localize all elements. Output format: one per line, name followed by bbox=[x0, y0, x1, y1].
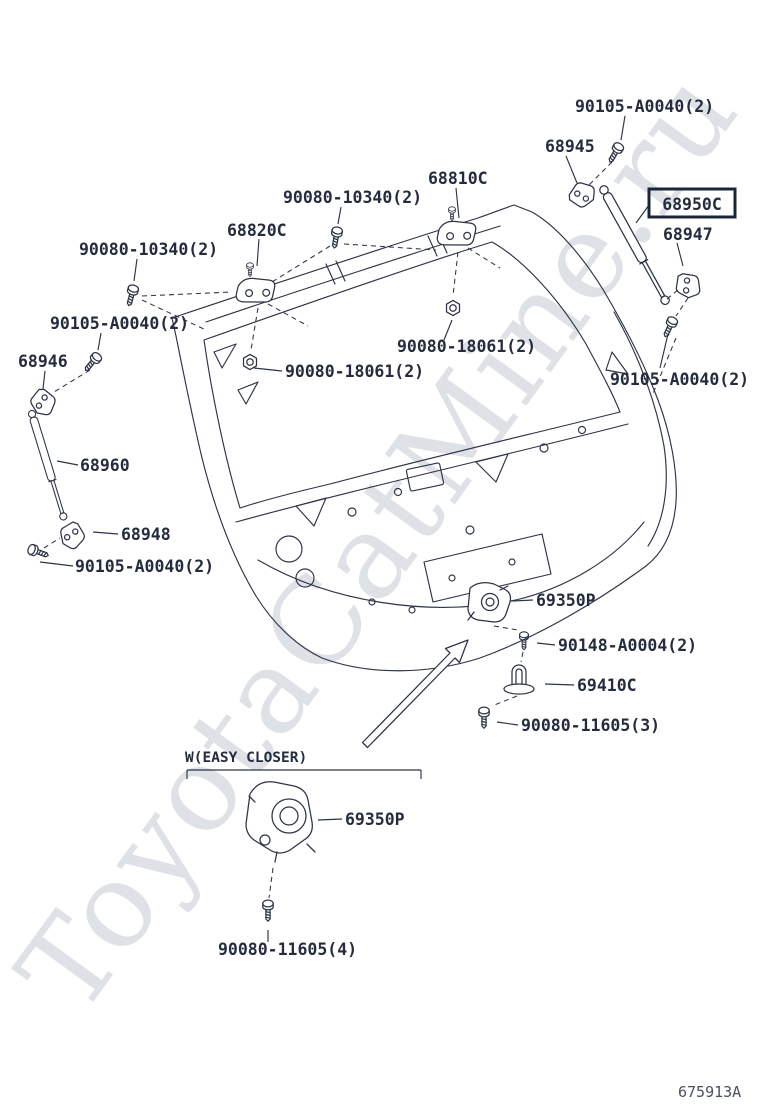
bolt-90105-right-icon bbox=[659, 314, 680, 340]
hinge-68810C-icon bbox=[434, 217, 479, 250]
lock-69350P-icon bbox=[467, 582, 512, 623]
hinge-bolt-icon bbox=[246, 262, 254, 277]
gas-strut-68960-icon bbox=[26, 408, 69, 522]
part-label-68947[interactable]: 68947 bbox=[663, 225, 713, 244]
bracket-68946-icon bbox=[28, 386, 58, 418]
part-label-68945[interactable]: 68945 bbox=[545, 137, 595, 156]
lock-69350P-easy-closer-icon bbox=[245, 781, 316, 863]
part-label-90105-a0040-right[interactable]: 90105-A0040(2) bbox=[610, 370, 749, 389]
part-label-90080-11605-3[interactable]: 90080-11605(3) bbox=[521, 716, 660, 735]
part-label-68946[interactable]: 68946 bbox=[18, 352, 68, 371]
part-label-68810C[interactable]: 68810C bbox=[428, 169, 488, 188]
bolt-11605-4-icon bbox=[262, 899, 274, 922]
part-label-69410C[interactable]: 69410C bbox=[577, 676, 637, 695]
part-label-90080-18061-left[interactable]: 90080-18061(2) bbox=[285, 362, 424, 381]
easy-closer-note: W(EASY CLOSER) bbox=[185, 750, 307, 766]
part-label-68948[interactable]: 68948 bbox=[121, 525, 171, 544]
part-label-90148-a0004[interactable]: 90148-A0004(2) bbox=[558, 636, 697, 655]
highlighted-part-68950C[interactable]: 68950C bbox=[647, 187, 737, 219]
part-label-90105-a0040-bottom-left[interactable]: 90105-A0040(2) bbox=[75, 557, 214, 576]
part-label-90080-10340-top[interactable]: 90080-10340(2) bbox=[283, 188, 422, 207]
nut-18061-left-icon bbox=[242, 353, 258, 371]
part-label-90080-11605-4[interactable]: 90080-11605(4) bbox=[218, 940, 357, 959]
bolt-10340-top-icon bbox=[328, 225, 344, 250]
easy-closer-bracket bbox=[186, 769, 422, 779]
pointer-arrow bbox=[361, 639, 469, 749]
hinge-bolt-icon bbox=[448, 206, 456, 221]
nut-18061-right-icon bbox=[445, 299, 461, 317]
part-label-90080-10340-left[interactable]: 90080-10340(2) bbox=[79, 240, 218, 259]
part-label-90105-a0040-top-right[interactable]: 90105-A0040(2) bbox=[575, 97, 714, 116]
diagram-id: 675913A bbox=[678, 1083, 741, 1101]
bracket-68947-icon bbox=[669, 266, 707, 304]
part-label-90080-18061-right[interactable]: 90080-18061(2) bbox=[397, 337, 536, 356]
part-label-90105-a0040-left[interactable]: 90105-A0040(2) bbox=[50, 314, 189, 333]
bolt-11605-3-icon bbox=[478, 706, 490, 729]
hinge-68820C-icon bbox=[233, 274, 278, 307]
bolt-90105-left-icon bbox=[80, 350, 104, 375]
tailgate-outline bbox=[171, 204, 677, 672]
part-label-68820C[interactable]: 68820C bbox=[227, 221, 287, 240]
part-label-69350P[interactable]: 69350P bbox=[536, 591, 596, 610]
part-labels: 90105-A0040(2) 68945 68950C 68947 68810C… bbox=[18, 97, 749, 1101]
part-label-68960[interactable]: 68960 bbox=[80, 456, 130, 475]
part-label-69350P-easy[interactable]: 69350P bbox=[345, 810, 405, 829]
part-label-68950C[interactable]: 68950C bbox=[662, 195, 722, 214]
window-opening bbox=[203, 241, 621, 509]
striker-69410C-icon bbox=[503, 664, 535, 695]
bolt-10340-left-icon bbox=[123, 283, 140, 308]
tailgate-drawing bbox=[171, 204, 677, 672]
bracket-68948-icon bbox=[57, 519, 88, 551]
parts-glyphs bbox=[25, 140, 707, 922]
leader-lines bbox=[39, 115, 689, 942]
